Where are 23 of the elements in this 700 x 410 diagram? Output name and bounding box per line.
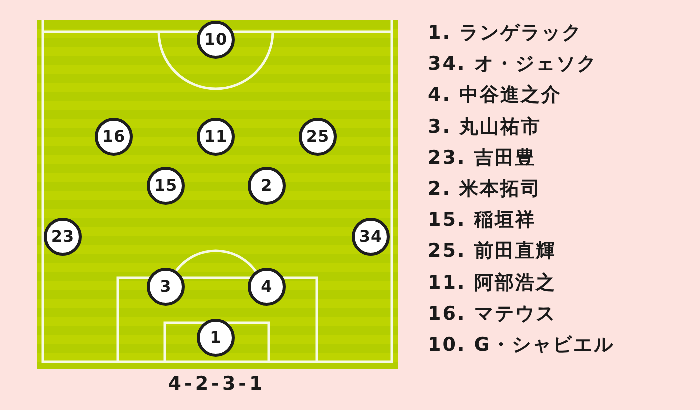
player-list-entry: 34. オ・ジェソク <box>428 52 598 76</box>
player-circle: 11 <box>197 118 235 156</box>
player-circle: 2 <box>248 167 286 205</box>
player-list-entry: 2. 米本拓司 <box>428 177 542 201</box>
player-list-entry: 11. 阿部浩之 <box>428 271 556 295</box>
player-circle: 1 <box>197 319 235 357</box>
player-list-entry: 25. 前田直輝 <box>428 239 556 263</box>
player-list-entry: 23. 吉田豊 <box>428 146 536 170</box>
player-circle: 16 <box>95 118 133 156</box>
player-circle: 25 <box>299 118 337 156</box>
player-list-entry: 10. G・シャビエル <box>428 333 614 357</box>
player-circle: 23 <box>44 218 82 256</box>
player-circle: 10 <box>197 21 235 59</box>
player-list-entry: 1. ランゲラック <box>428 21 583 45</box>
player-list-entry: 16. マテウス <box>428 302 556 326</box>
player-list-entry: 15. 稲垣祥 <box>428 208 536 232</box>
player-circle: 34 <box>352 218 390 256</box>
player-list-entry: 4. 中谷進之介 <box>428 83 562 107</box>
formation-caption: 4-2-3-1 <box>168 372 266 396</box>
player-circle: 15 <box>147 167 185 205</box>
player-list-entry: 3. 丸山祐市 <box>428 115 542 139</box>
player-circle: 4 <box>248 268 286 306</box>
player-circle: 3 <box>147 268 185 306</box>
